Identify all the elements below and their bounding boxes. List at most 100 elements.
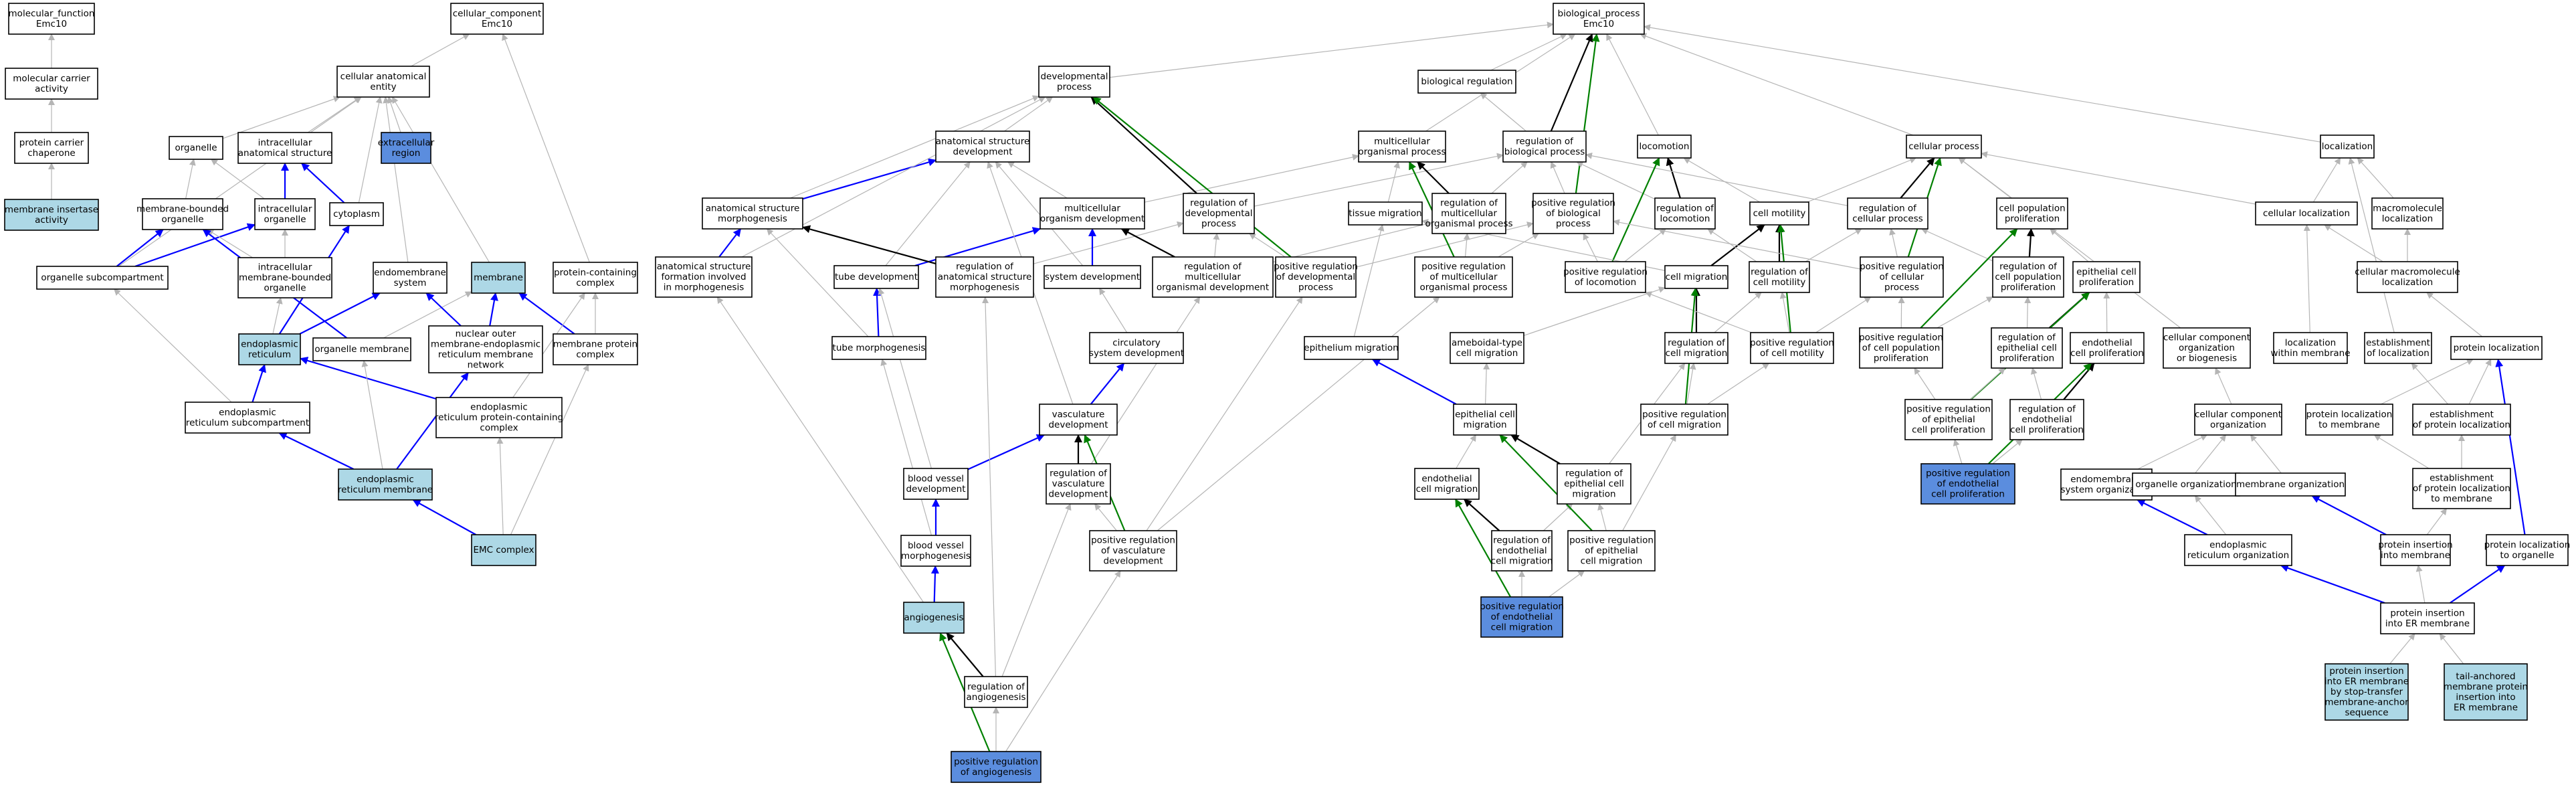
term-node-tube-morphogenesis[interactable]: tube morphogenesis [831,336,926,360]
term-node-system-development[interactable]: system development [1044,265,1141,289]
term-node-angiogenesis[interactable]: angiogenesis [903,602,965,634]
term-node-localization[interactable]: localization [2320,135,2375,159]
term-node-tissue-migration[interactable]: tissue migration [1348,201,1423,226]
term-node-cell-motility[interactable]: cell motility [1749,201,1809,226]
term-node-locomotion[interactable]: locomotion [1637,135,1692,159]
term-node-organelle-organization[interactable]: organelle organization [2132,472,2240,497]
term-node-cell-migration[interactable]: cell migration [1664,265,1728,289]
term-node-organelle-membrane[interactable]: organelle membrane [312,337,411,361]
term-node-biological-regulation[interactable]: biological regulation [1417,70,1516,94]
term-node-cellular-localization[interactable]: cellular localization [2255,201,2358,226]
term-node-membrane[interactable]: membrane [471,262,526,294]
term-node-membrane-organization[interactable]: membrane organization [2235,472,2346,497]
term-node-organelle[interactable]: organelle [169,136,223,160]
term-node-cytoplasm[interactable]: cytoplasm [329,202,384,226]
term-node-nuclear-outer-membrane-endoplasmic-reticulum-membrane-network[interactable]: nuclear outermembrane-endoplasmicreticul… [428,325,543,373]
term-node-tube-development[interactable]: tube development [833,265,919,289]
term-node-organelle-subcompartment[interactable]: organelle subcompartment [36,266,169,290]
term-node-cellular-process[interactable]: cellular process [1906,135,1982,159]
term-node-epithelium-migration[interactable]: epithelium migration [1304,336,1399,360]
term-node-emc-complex[interactable]: EMC complex [471,534,536,566]
term-node-protein-localization[interactable]: protein localization [2450,336,2543,360]
